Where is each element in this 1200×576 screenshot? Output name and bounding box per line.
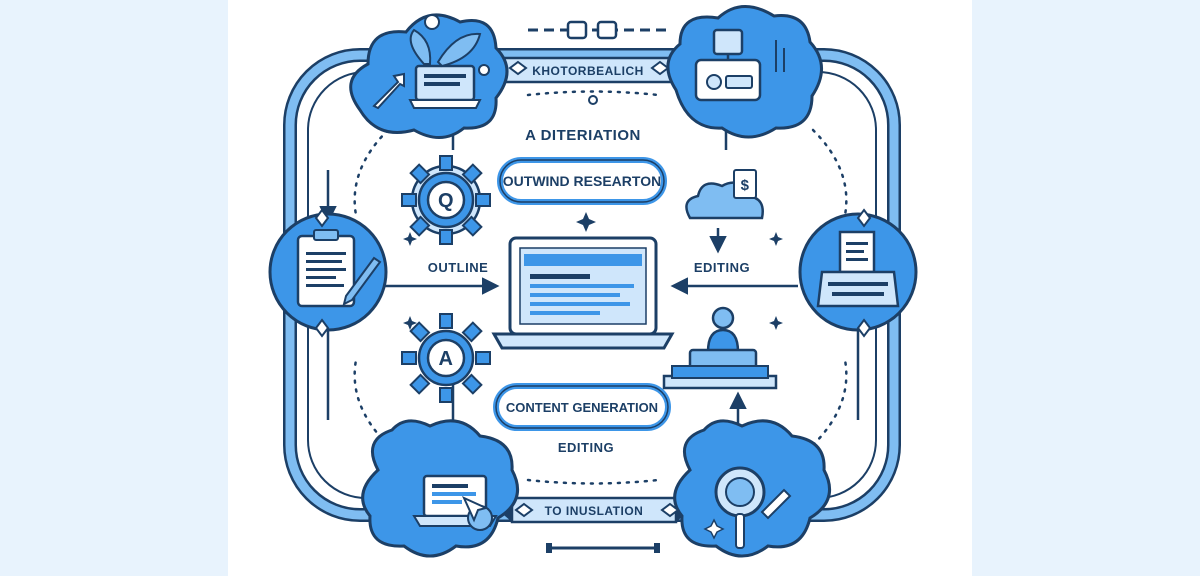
laptop-chat-icon xyxy=(361,419,520,558)
robot-computer-icon xyxy=(666,5,823,139)
top-banner-text: KHOTORBEALICH xyxy=(532,64,644,78)
magnifier-icon xyxy=(673,419,832,558)
search-gear-icon: Q xyxy=(401,155,491,245)
diagram-canvas: KHOTORBEALICH TO INUSLATION A DITERIATIO… xyxy=(228,0,972,576)
gear-bottom-letter: A xyxy=(439,348,454,370)
workflow-diagram: KHOTORBEALICH TO INUSLATION A DITERIATIO… xyxy=(268,5,918,558)
content-pill-text: CONTENT GENERATION xyxy=(506,400,658,415)
research-pill-text: OUTWIND RESEARTON xyxy=(503,173,661,189)
heading-text: A DITERIATION xyxy=(525,127,641,144)
loop-diamonds xyxy=(314,60,872,518)
cloud-dollar-icon: $ xyxy=(685,169,764,220)
typewriter-icon xyxy=(798,212,918,332)
top-connector xyxy=(528,20,668,105)
clipboard-pencil-icon xyxy=(268,212,388,332)
gear-top-letter: Q xyxy=(438,190,454,212)
research-pill: OUTWIND RESEARTON xyxy=(497,157,667,205)
laptop-document-icon xyxy=(491,236,675,350)
person-desk-icon xyxy=(662,306,778,390)
editing-label-center: EDITING xyxy=(558,440,614,455)
content-pill: CONTENT GENERATION xyxy=(493,383,671,431)
plant-laptop-icon xyxy=(349,13,509,139)
svg-text:$: $ xyxy=(741,177,750,194)
letter-gear-icon: A xyxy=(401,313,491,403)
bottom-banner-text: TO INUSLATION xyxy=(545,504,644,518)
bottom-connector xyxy=(546,543,660,553)
outline-label: OUTLINE xyxy=(428,260,489,275)
editing-label-right: EDITING xyxy=(694,260,750,275)
